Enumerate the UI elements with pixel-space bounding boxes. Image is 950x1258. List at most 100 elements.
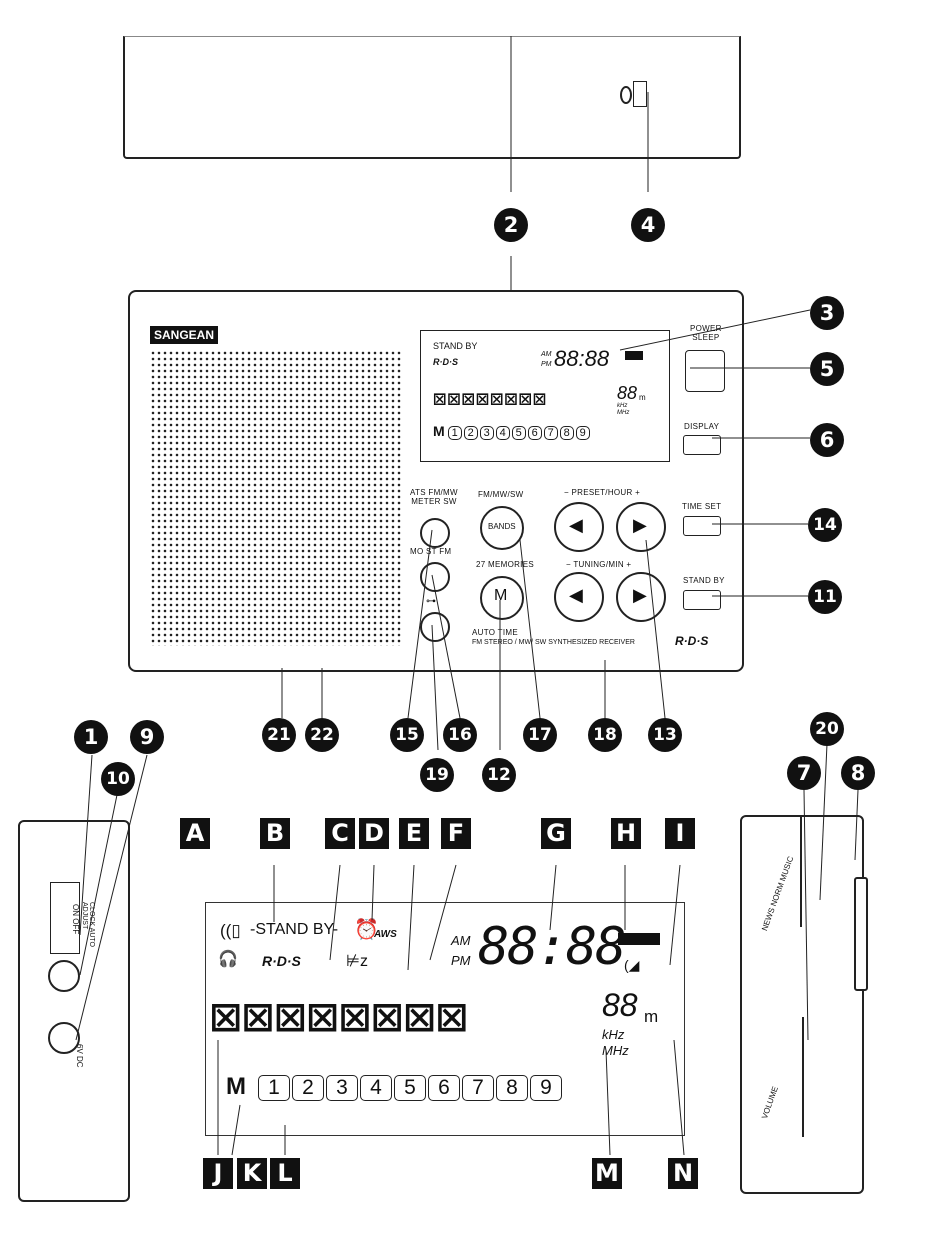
callout-M: M bbox=[592, 1158, 622, 1189]
big-lcd-mem: 9 bbox=[530, 1075, 562, 1101]
preset-up-button[interactable]: ▶ bbox=[616, 502, 666, 552]
big-lcd-rds: R·D·S bbox=[262, 953, 301, 969]
preset-down-button[interactable]: ◀ bbox=[554, 502, 604, 552]
callout-C: C bbox=[325, 818, 355, 849]
big-lcd-mem: 8 bbox=[496, 1075, 528, 1101]
stand-by-label: STAND BY bbox=[683, 576, 725, 585]
callout-19: 19 bbox=[420, 758, 454, 792]
tuning-down-button[interactable]: ◀ bbox=[554, 572, 604, 622]
callout-G: G bbox=[541, 818, 571, 849]
callout-22: 22 bbox=[305, 718, 339, 752]
left-side-view: ON OFF CLOCK AUTO ADJUST 6V DC bbox=[18, 820, 130, 1202]
big-lcd: ((▯ -STAND BY- ⏰ AWS 🎧 R·D·S ⊭z AM PM 88… bbox=[205, 902, 685, 1136]
mo-st-button[interactable] bbox=[420, 562, 450, 592]
clock-auto-adjust-label: CLOCK AUTO ADJUST bbox=[81, 902, 95, 947]
headphone-st-icon: 🎧 bbox=[218, 951, 238, 968]
small-lcd-am: AM bbox=[541, 351, 552, 358]
display-button[interactable] bbox=[683, 435, 721, 455]
big-lcd-mem: 4 bbox=[360, 1075, 392, 1101]
power-sleep-label: POWER SLEEP bbox=[690, 324, 722, 342]
callout-12: 12 bbox=[482, 758, 516, 792]
big-lcd-mem: 7 bbox=[462, 1075, 494, 1101]
mode-switch[interactable] bbox=[800, 817, 812, 927]
small-lcd-mem: 9 bbox=[575, 426, 590, 440]
memories-label: 27 MEMORIES bbox=[476, 560, 534, 569]
small-lcd-clock: 88:88 bbox=[554, 346, 610, 371]
fm-mw-sw-label: FM/MW/SW bbox=[478, 490, 524, 499]
memory-button[interactable]: M bbox=[480, 576, 524, 620]
big-lcd-mem: 5 bbox=[394, 1075, 426, 1101]
top-view-switch bbox=[620, 86, 632, 104]
display-label: DISPLAY bbox=[684, 422, 720, 431]
stand-by-button[interactable] bbox=[683, 590, 721, 610]
tuning-up-button[interactable]: ▶ bbox=[616, 572, 666, 622]
on-off-label: ON OFF bbox=[71, 904, 80, 935]
callout-10: 10 bbox=[101, 762, 135, 796]
callout-2: 2 bbox=[494, 208, 528, 242]
time-set-button[interactable] bbox=[683, 516, 721, 536]
callout-3: 3 bbox=[810, 296, 844, 330]
bands-button[interactable]: BANDS bbox=[480, 506, 524, 550]
big-lcd-standby: -STAND BY- bbox=[250, 921, 339, 938]
callout-H: H bbox=[611, 818, 641, 849]
big-lcd-pm: PM bbox=[451, 953, 471, 968]
small-lcd-mem: 6 bbox=[527, 426, 542, 440]
dc-jack[interactable] bbox=[48, 1022, 80, 1054]
callout-A: A bbox=[180, 818, 210, 849]
callout-J: J bbox=[203, 1158, 233, 1189]
speaker-grille bbox=[150, 350, 402, 646]
right-arrow-icon: ▶ bbox=[633, 515, 647, 535]
side-knob[interactable] bbox=[854, 877, 868, 991]
big-lcd-key-icon bbox=[618, 933, 660, 945]
small-lcd-mem: 4 bbox=[495, 426, 510, 440]
small-lcd-mem: 1 bbox=[447, 426, 462, 440]
callout-8: 8 bbox=[841, 756, 875, 790]
big-lcd-am: AM bbox=[451, 933, 471, 948]
big-lcd-mem: 3 bbox=[326, 1075, 358, 1101]
aws-label: AWS bbox=[374, 929, 397, 940]
volume-label: VOLUME bbox=[760, 1085, 781, 1121]
big-lcd-khz: kHz bbox=[602, 1027, 625, 1042]
lock-button[interactable] bbox=[420, 612, 450, 642]
right-arrow-icon: ▶ bbox=[633, 585, 647, 605]
callout-1: 1 bbox=[74, 720, 108, 754]
callout-4: 4 bbox=[631, 208, 665, 242]
small-lcd-digits: 88 bbox=[617, 383, 638, 403]
big-lcd-mem: 1 bbox=[258, 1075, 290, 1101]
callout-20: 20 bbox=[810, 712, 844, 746]
preset-hour-label: − PRESET/HOUR + bbox=[564, 488, 641, 497]
callout-16: 16 bbox=[443, 718, 477, 752]
small-lcd-mhz: MHz bbox=[617, 410, 630, 416]
mode-labels: NEWS NORM MUSIC bbox=[760, 855, 796, 933]
callout-18: 18 bbox=[588, 718, 622, 752]
tuning-min-label: − TUNING/MIN + bbox=[566, 560, 632, 569]
volume-slider[interactable] bbox=[802, 1017, 814, 1137]
radio-front: SANGEAN STAND BY R·D·S AM PM 88:88 ⊠⊠⊠⊠⊠… bbox=[128, 290, 744, 672]
small-lcd-khz: kHz bbox=[617, 403, 628, 409]
footer-label: FM STEREO / MW/ SW SYNTHESIZED RECEIVER bbox=[472, 639, 635, 646]
left-arrow-icon: ◀ bbox=[569, 515, 583, 535]
ats-button[interactable] bbox=[420, 518, 450, 548]
small-lcd-pm: PM bbox=[541, 361, 552, 368]
big-lcd-m: M bbox=[226, 1073, 246, 1100]
battery-icon: (◢ bbox=[624, 957, 640, 973]
top-view-body bbox=[123, 36, 741, 159]
callout-9: 9 bbox=[130, 720, 164, 754]
small-lcd-mem: 2 bbox=[463, 426, 478, 440]
small-lcd-unit: m bbox=[639, 393, 646, 402]
power-sleep-button[interactable] bbox=[685, 350, 725, 392]
callout-15: 15 bbox=[390, 718, 424, 752]
mo-st-label: MO ST FM bbox=[410, 547, 452, 556]
big-lcd-digits: 88 bbox=[602, 987, 638, 1023]
auto-time-label: AUTO TIME bbox=[472, 628, 518, 637]
callout-E: E bbox=[399, 818, 429, 849]
small-lcd-standby: STAND BY bbox=[433, 341, 478, 351]
big-lcd-segments: ⊠⊠⊠⊠⊠⊠⊠⊠ bbox=[210, 987, 469, 1047]
small-lcd: STAND BY R·D·S AM PM 88:88 ⊠⊠⊠⊠⊠⊠⊠⊠ 88 m… bbox=[420, 330, 670, 462]
callout-K: K bbox=[237, 1158, 267, 1189]
bands-text: BANDS bbox=[488, 522, 516, 531]
callout-17: 17 bbox=[523, 718, 557, 752]
headphone-jack[interactable] bbox=[48, 960, 80, 992]
small-lcd-mem: 7 bbox=[543, 426, 558, 440]
